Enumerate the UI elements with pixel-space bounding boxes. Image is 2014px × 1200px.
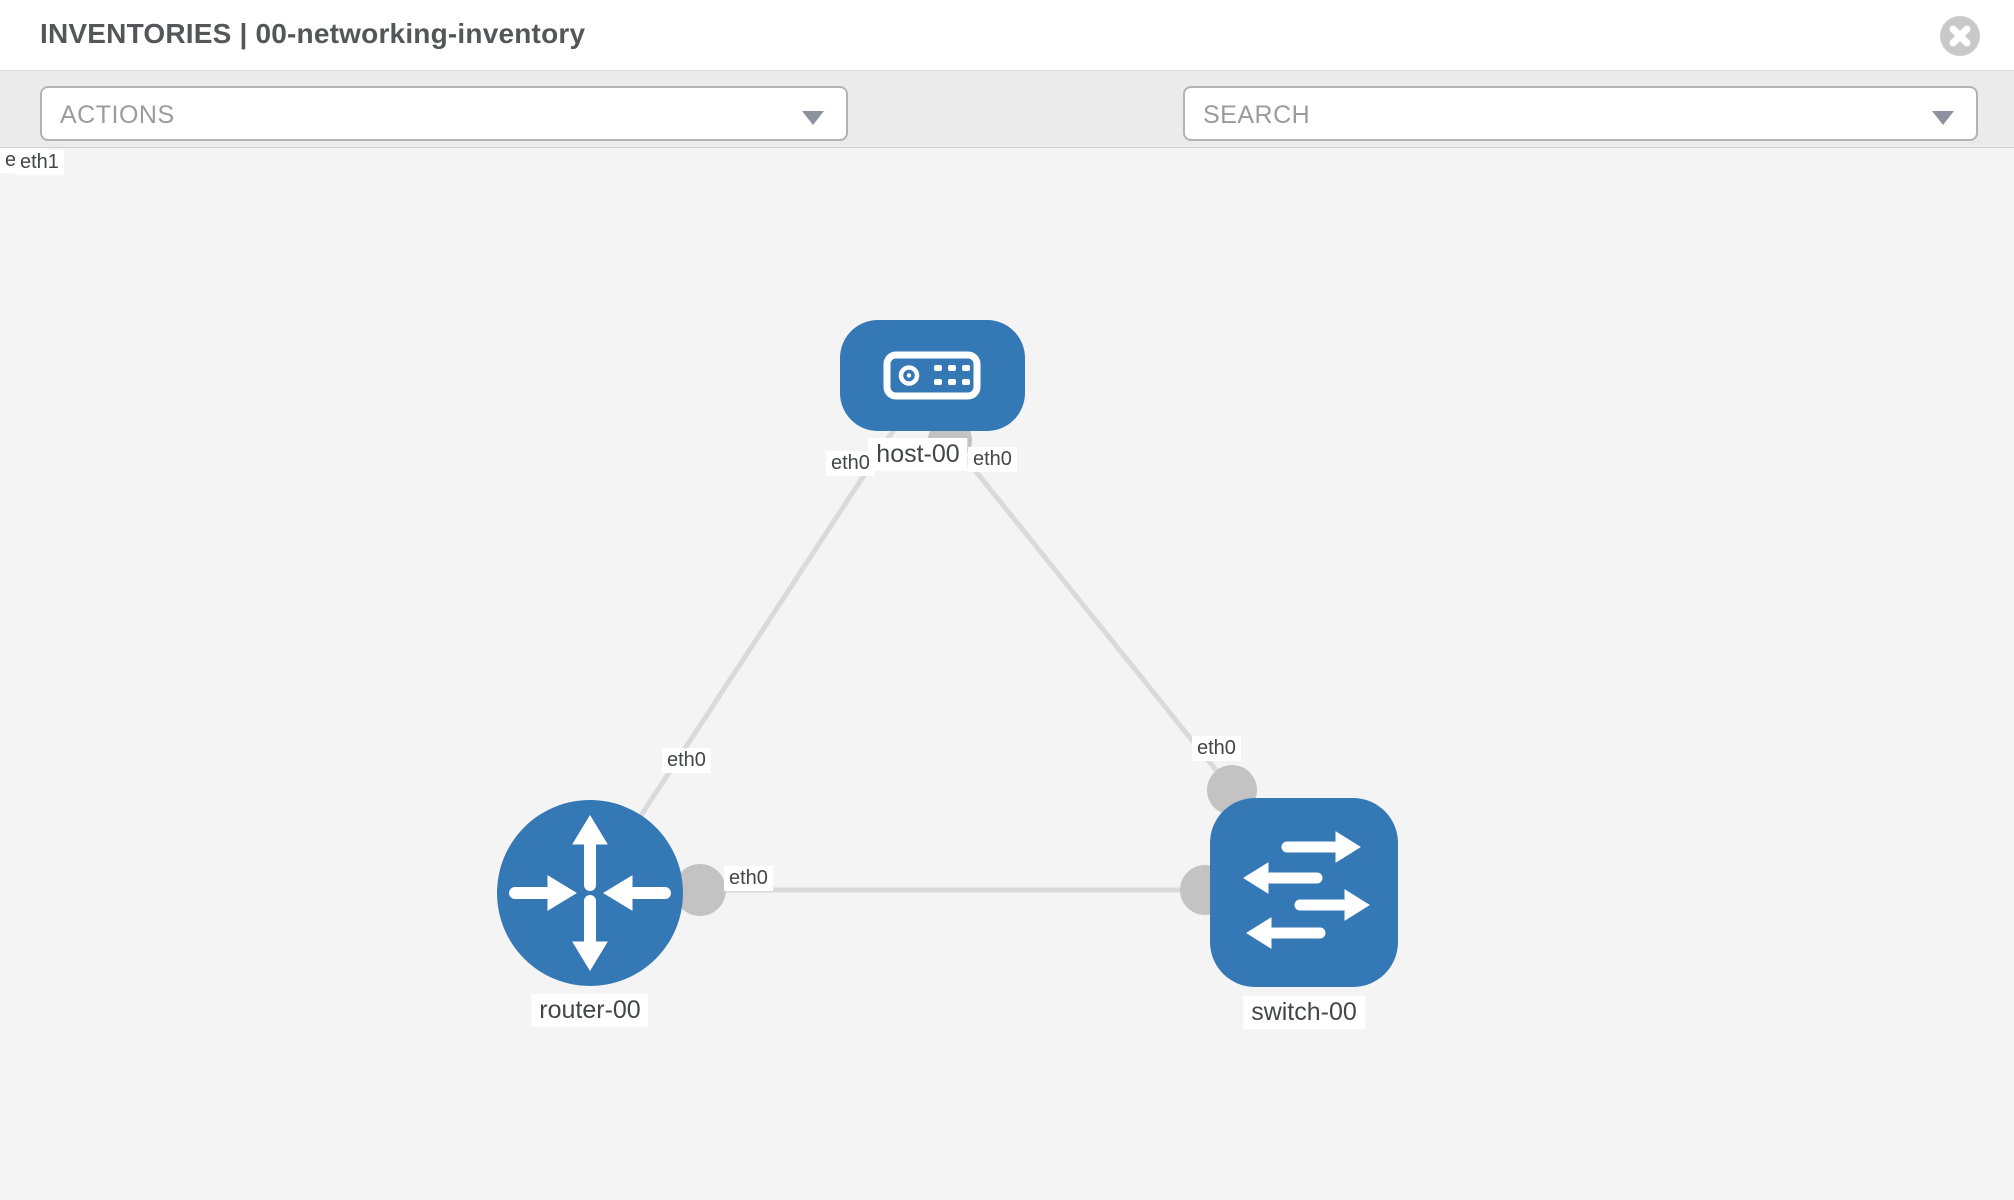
- node-router-00[interactable]: [497, 800, 683, 986]
- interface-label-switch-eth1: eth1: [15, 150, 64, 175]
- node-switch-00[interactable]: [1210, 798, 1398, 987]
- interface-label-host-eth0-b: eth0: [968, 447, 1017, 472]
- link-host-switch[interactable]: [943, 431, 1234, 792]
- router-icon: [509, 815, 671, 971]
- chevron-down-icon: [1932, 111, 1954, 125]
- topology-canvas[interactable]: host-00 router-00 switch-00 eth0 eth0 et…: [0, 148, 2014, 1200]
- search-dropdown[interactable]: SEARCH: [1183, 86, 1978, 141]
- toolbar: ACTIONS SEARCH: [0, 70, 2014, 203]
- switch-icon: [1243, 831, 1370, 949]
- node-host-00[interactable]: [840, 320, 1025, 431]
- actions-dropdown-label: ACTIONS: [60, 101, 175, 129]
- page-title: INVENTORIES | 00-networking-inventory: [40, 18, 586, 49]
- node-label-switch: switch-00: [1243, 996, 1365, 1029]
- search-dropdown-label: SEARCH: [1203, 101, 1311, 129]
- topology-graph: [497, 320, 1398, 987]
- connector-router-eth0: [674, 864, 726, 916]
- header-bar: INVENTORIES | 00-networking-inventory: [0, 0, 2014, 70]
- chevron-down-icon: [802, 111, 824, 125]
- node-label-router: router-00: [531, 994, 649, 1027]
- actions-dropdown[interactable]: ACTIONS: [40, 86, 848, 141]
- close-button[interactable]: [1940, 16, 1980, 56]
- interface-label-router-eth0: eth0: [662, 748, 711, 773]
- close-icon: [1949, 25, 1971, 47]
- interface-label-switch-eth0: eth0: [1192, 736, 1241, 761]
- node-label-host: host-00: [868, 438, 968, 471]
- interface-label-router-link-eth0: eth0: [724, 866, 773, 891]
- host-icon: [883, 351, 981, 400]
- interface-label-host-eth0: eth0: [826, 451, 875, 476]
- interface-label-switch-link-overlap: eth0 eth1: [0, 148, 80, 178]
